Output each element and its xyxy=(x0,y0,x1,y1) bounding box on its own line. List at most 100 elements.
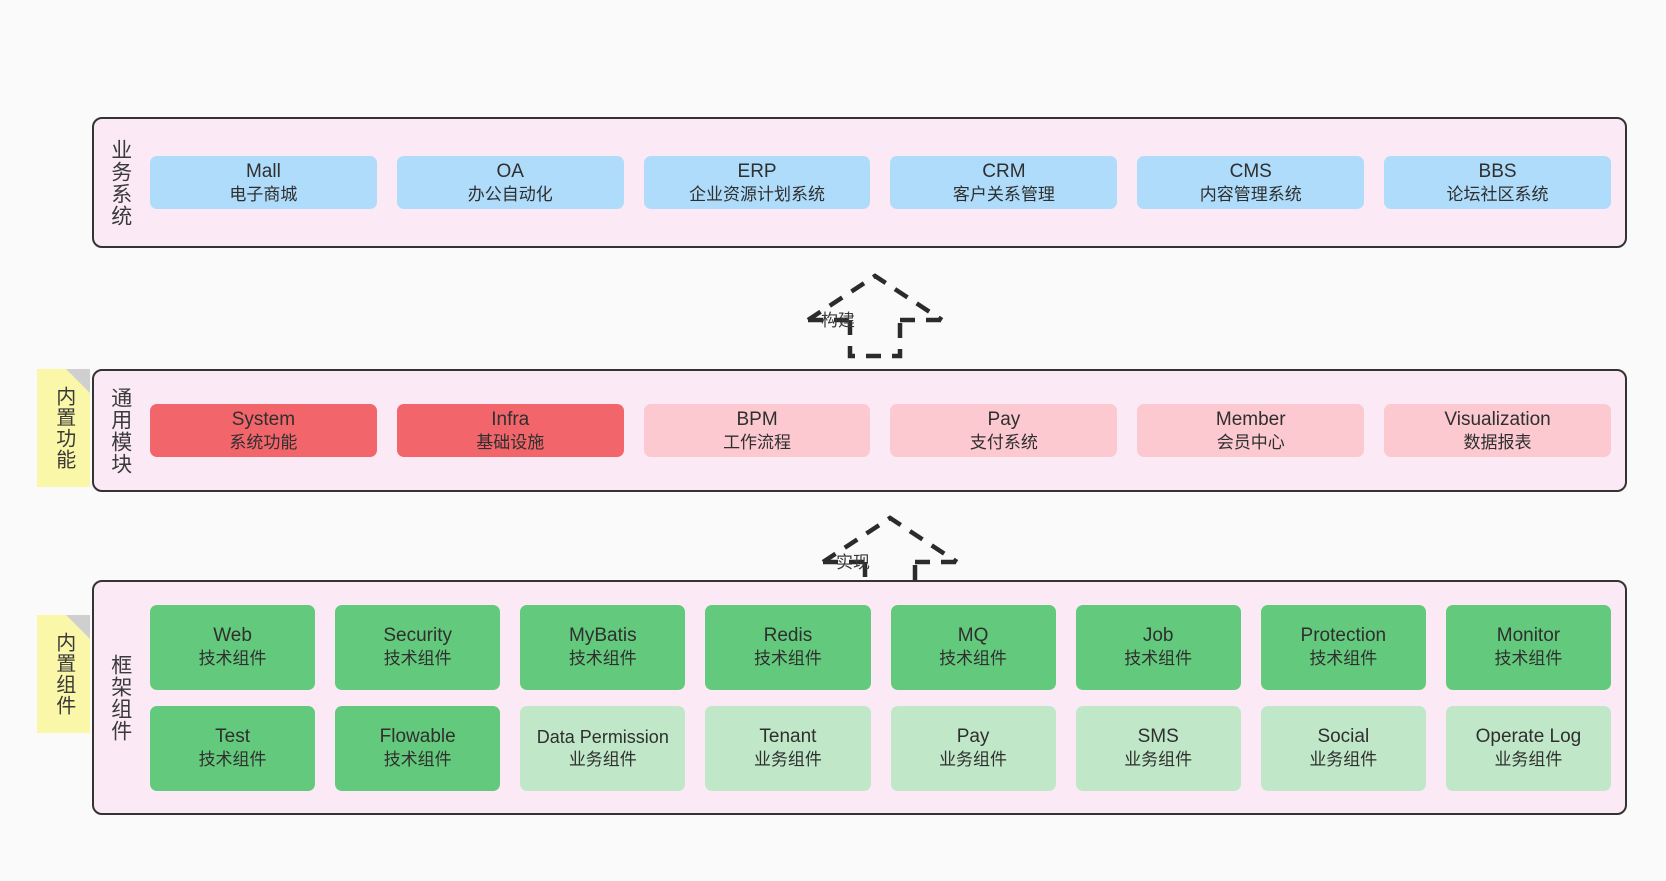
layer-framework-components: 框架组件 Web 技术组件 Security 技术组件 MyBatis 技术组件… xyxy=(92,580,1627,815)
card-social[interactable]: Social 业务组件 xyxy=(1260,705,1426,791)
card-subtitle: 业务组件 xyxy=(1494,750,1563,770)
card-sms[interactable]: SMS 业务组件 xyxy=(1075,705,1241,791)
card-title: Pay xyxy=(987,408,1021,430)
layer-common-modules: 通用模块 System 系统功能 Infra 基础设施 BPM 工作流程 Pay… xyxy=(92,369,1627,492)
card-infra[interactable]: Infra 基础设施 xyxy=(396,403,624,458)
card-member[interactable]: Member 会员中心 xyxy=(1137,403,1365,458)
card-title: BPM xyxy=(736,408,778,430)
card-subtitle: 基础设施 xyxy=(476,432,545,452)
card-subtitle: 技术组件 xyxy=(383,750,452,770)
layer-title-common-modules: 通用模块 xyxy=(108,386,132,475)
card-title: Member xyxy=(1215,408,1286,430)
card-subtitle: 技术组件 xyxy=(198,750,267,770)
card-crm[interactable]: CRM 客户关系管理 xyxy=(890,155,1118,210)
card-title: Infra xyxy=(491,408,530,430)
layer-title-framework-components: 框架组件 xyxy=(108,653,132,742)
card-subtitle: 技术组件 xyxy=(939,649,1008,669)
layer-body-business-systems: Mall 电子商城 OA 办公自动化 ERP 企业资源计划系统 CRM 客户关系… xyxy=(146,119,1625,246)
card-subtitle: 业务组件 xyxy=(1309,750,1378,770)
card-title: Test xyxy=(215,726,250,748)
card-title: Flowable xyxy=(379,726,456,748)
card-subtitle: 业务组件 xyxy=(939,750,1008,770)
card-subtitle: 技术组件 xyxy=(1124,649,1193,669)
card-title: System xyxy=(231,408,296,430)
card-subtitle: 技术组件 xyxy=(1494,649,1563,669)
card-title: Mall xyxy=(245,160,281,182)
card-title: Redis xyxy=(763,625,813,647)
card-subtitle: 论坛社区系统 xyxy=(1446,184,1549,204)
card-system[interactable]: System 系统功能 xyxy=(150,403,377,458)
card-oa[interactable]: OA 办公自动化 xyxy=(396,155,624,210)
card-row: Test 技术组件 Flowable 技术组件 Data Permission … xyxy=(150,705,1611,791)
card-bpm[interactable]: BPM 工作流程 xyxy=(643,403,871,458)
card-visualization[interactable]: Visualization 数据报表 xyxy=(1384,403,1611,458)
connector-build-label: 构建 xyxy=(821,311,855,330)
card-mybatis[interactable]: MyBatis 技术组件 xyxy=(520,604,686,690)
card-redis[interactable]: Redis 技术组件 xyxy=(705,604,871,690)
card-subtitle: 工作流程 xyxy=(723,432,792,452)
build-arrow-icon xyxy=(806,273,944,359)
layer-business-systems: 业务系统 Mall 电子商城 OA 办公自动化 ERP 企业资源计划系统 CRM… xyxy=(92,117,1627,248)
card-title: Operate Log xyxy=(1475,726,1582,748)
card-monitor[interactable]: Monitor 技术组件 xyxy=(1445,604,1611,690)
card-tenant[interactable]: Tenant 业务组件 xyxy=(705,705,871,791)
card-subtitle: 内容管理系统 xyxy=(1199,184,1302,204)
note-label: 内置组件 xyxy=(52,632,75,716)
card-title: Protection xyxy=(1300,625,1387,647)
card-subtitle: 会员中心 xyxy=(1216,432,1285,452)
card-data-permission[interactable]: Data Permission 业务组件 xyxy=(520,705,686,791)
card-subtitle: 业务组件 xyxy=(1124,750,1193,770)
card-title: BBS xyxy=(1478,160,1517,182)
card-subtitle: 业务组件 xyxy=(753,750,822,770)
card-title: Data Permission xyxy=(536,726,669,747)
card-subtitle: 业务组件 xyxy=(568,749,637,769)
card-title: Web xyxy=(213,625,252,647)
note-builtin-components: 内置组件 xyxy=(37,615,90,733)
note-label: 内置功能 xyxy=(52,386,75,470)
connector-build: 构建 xyxy=(800,270,950,360)
card-subtitle: 支付系统 xyxy=(969,432,1038,452)
card-flowable[interactable]: Flowable 技术组件 xyxy=(335,705,501,791)
card-title: SMS xyxy=(1137,726,1179,748)
layer-body-framework-components: Web 技术组件 Security 技术组件 MyBatis 技术组件 Redi… xyxy=(146,582,1625,813)
card-pay-component[interactable]: Pay 业务组件 xyxy=(890,705,1056,791)
card-row: Web 技术组件 Security 技术组件 MyBatis 技术组件 Redi… xyxy=(150,604,1611,690)
card-subtitle: 办公自动化 xyxy=(467,184,553,204)
card-cms[interactable]: CMS 内容管理系统 xyxy=(1137,155,1365,210)
note-builtin-features: 内置功能 xyxy=(37,369,90,487)
card-title: MQ xyxy=(957,625,989,647)
card-operate-log[interactable]: Operate Log 业务组件 xyxy=(1445,705,1611,791)
card-subtitle: 技术组件 xyxy=(1309,649,1378,669)
note-fold-icon xyxy=(66,615,90,639)
card-subtitle: 技术组件 xyxy=(568,649,637,669)
card-subtitle: 电子商城 xyxy=(229,184,298,204)
card-mq[interactable]: MQ 技术组件 xyxy=(890,604,1056,690)
card-subtitle: 数据报表 xyxy=(1463,432,1532,452)
card-title: Tenant xyxy=(759,726,817,748)
layer-body-common-modules: System 系统功能 Infra 基础设施 BPM 工作流程 Pay 支付系统… xyxy=(146,371,1625,490)
card-row: Mall 电子商城 OA 办公自动化 ERP 企业资源计划系统 CRM 客户关系… xyxy=(150,155,1611,210)
connector-implement-label: 实现 xyxy=(836,553,870,572)
card-mall[interactable]: Mall 电子商城 xyxy=(150,155,377,210)
card-web[interactable]: Web 技术组件 xyxy=(150,604,316,690)
layer-title-business-systems: 业务系统 xyxy=(108,138,132,227)
card-subtitle: 技术组件 xyxy=(383,649,452,669)
card-job[interactable]: Job 技术组件 xyxy=(1075,604,1241,690)
card-pay[interactable]: Pay 支付系统 xyxy=(890,403,1118,458)
card-row: System 系统功能 Infra 基础设施 BPM 工作流程 Pay 支付系统… xyxy=(150,403,1611,458)
card-title: CMS xyxy=(1229,160,1272,182)
card-subtitle: 技术组件 xyxy=(753,649,822,669)
card-bbs[interactable]: BBS 论坛社区系统 xyxy=(1384,155,1611,210)
card-title: Social xyxy=(1317,726,1370,748)
card-title: Monitor xyxy=(1496,625,1561,647)
card-title: Visualization xyxy=(1444,408,1551,430)
card-test[interactable]: Test 技术组件 xyxy=(150,705,316,791)
card-erp[interactable]: ERP 企业资源计划系统 xyxy=(643,155,871,210)
card-subtitle: 企业资源计划系统 xyxy=(689,184,826,204)
card-subtitle: 客户关系管理 xyxy=(952,184,1055,204)
card-protection[interactable]: Protection 技术组件 xyxy=(1260,604,1426,690)
card-subtitle: 系统功能 xyxy=(229,432,298,452)
card-subtitle: 技术组件 xyxy=(198,649,267,669)
card-security[interactable]: Security 技术组件 xyxy=(335,604,501,690)
